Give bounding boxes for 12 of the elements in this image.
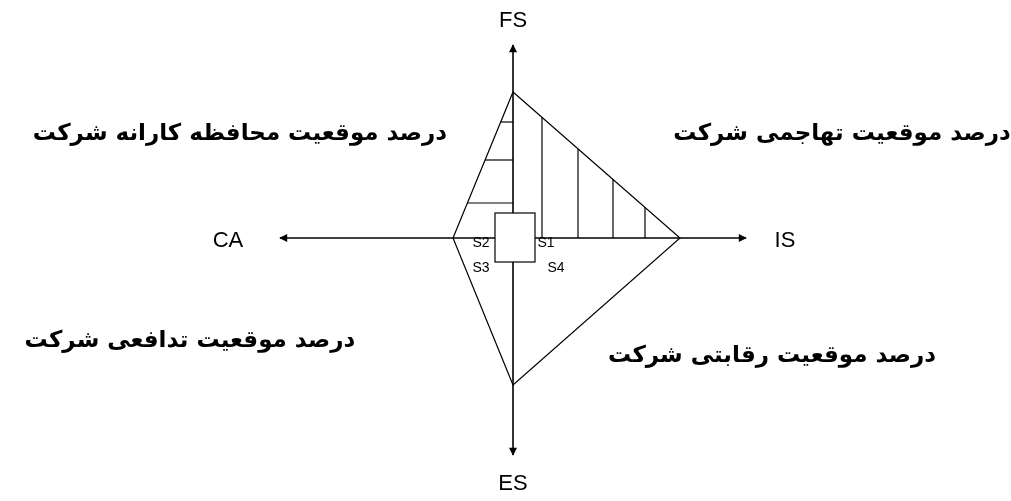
axis-label: IS <box>774 227 796 253</box>
axis-label: FS <box>498 7 528 33</box>
quadrant-label: درصد موقعیت محافظه کارانه شرکت <box>32 120 448 146</box>
sector-label: S1 <box>537 235 555 251</box>
sector-label: S4 <box>547 260 565 276</box>
sector-label: S2 <box>472 235 490 251</box>
quadrant-label: درصد موقعیت رقابتی شرکت <box>608 342 936 368</box>
quadrant-label: درصد موقعیت تدافعی شرکت <box>24 327 356 353</box>
sector-label: S3 <box>472 260 490 276</box>
axis-label: ES <box>498 470 528 496</box>
quadrant-label: درصد موقعیت تهاجمی شرکت <box>673 120 1011 146</box>
axis-label: CA <box>212 227 244 253</box>
